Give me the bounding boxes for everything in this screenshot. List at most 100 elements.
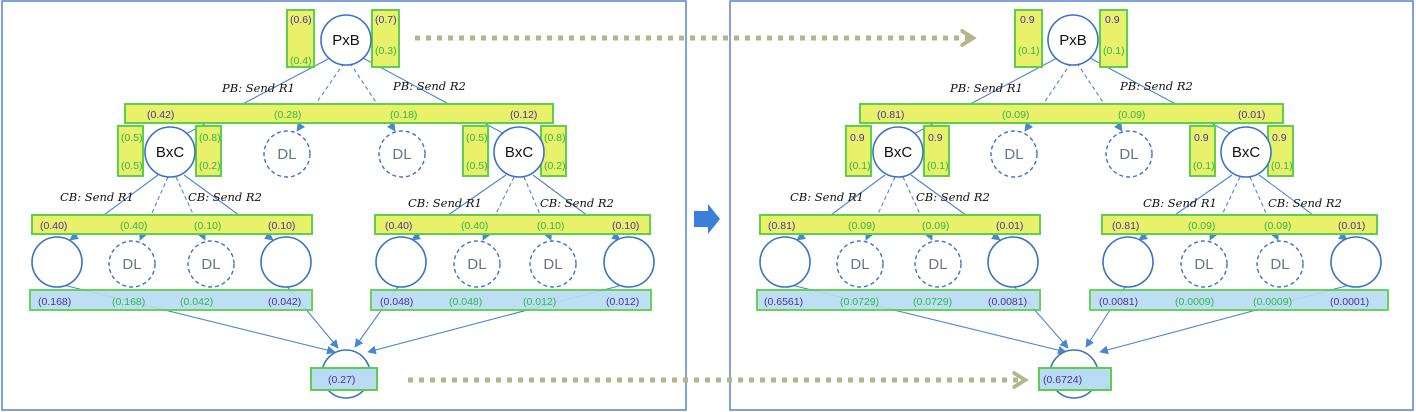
mid-right-prob-left-top: 0.9 xyxy=(1194,132,1209,144)
mid-left-prob-box-right xyxy=(195,125,222,177)
dl-node xyxy=(378,130,426,178)
mid-left-prob-box-right xyxy=(923,125,950,177)
level2-value: (0.10) xyxy=(612,220,639,232)
dl-node xyxy=(1180,240,1228,288)
level1-value: (0.28) xyxy=(274,109,301,121)
level2-bar-left xyxy=(31,214,313,235)
dl-node-label: DL xyxy=(122,256,141,273)
mid-right-prob-left-top: (0.5) xyxy=(466,132,488,144)
mid-right-prob-box-left xyxy=(462,125,489,177)
level2-bar-left xyxy=(759,214,1041,235)
root-prob-box-left xyxy=(286,9,315,68)
edge-label-cb-r1: CB: Send R1 xyxy=(1143,196,1217,210)
level2-value: (0.81) xyxy=(1112,220,1139,232)
level2-bar-right xyxy=(374,214,651,235)
leaf-value: (0.0001) xyxy=(1330,296,1369,308)
edge-label-pb-r1: PB: Send R1 xyxy=(949,81,1023,95)
leaf-node xyxy=(31,236,83,288)
leaf-value: (0.012) xyxy=(523,296,556,308)
dl-node xyxy=(453,240,501,288)
edge-label-cb-r2: CB: Send R2 xyxy=(916,190,990,204)
mid-right-prob-right-bottom: (0.1) xyxy=(1271,160,1293,172)
level2-value: (0.09) xyxy=(848,220,875,232)
leaf-node xyxy=(375,236,427,288)
dl-node-label: DL xyxy=(850,256,869,273)
level2-value: (0.01) xyxy=(1338,220,1365,232)
level1-value: (0.09) xyxy=(1002,109,1029,121)
level2-value: (0.10) xyxy=(537,220,564,232)
leaf-node xyxy=(987,236,1039,288)
mid-left-node xyxy=(144,126,196,178)
total-value: (0.6724) xyxy=(1043,374,1082,386)
root-prob-right-bottom: (0.1) xyxy=(1103,45,1125,57)
level2-value: (0.10) xyxy=(194,220,221,232)
level1-value: (0.81) xyxy=(877,109,904,121)
level1-value: (0.12) xyxy=(510,109,537,121)
edge-label-pb-r2: PB: Send R2 xyxy=(1119,79,1193,93)
edge-label-cb-r2: CB: Send R2 xyxy=(540,196,614,210)
level2-value: (0.09) xyxy=(922,220,949,232)
dl-node-label: DL xyxy=(1270,256,1289,273)
edge-label-cb-r2: CB: Send R2 xyxy=(188,190,262,204)
leaf-value: (0.0081) xyxy=(988,296,1027,308)
dl-node-label: DL xyxy=(1194,256,1213,273)
root-node-label: PxB xyxy=(332,32,360,49)
leaf-value: (0.048) xyxy=(449,296,482,308)
edge-label-cb-r2: CB: Send R2 xyxy=(1268,196,1342,210)
root-prob-right-bottom: (0.3) xyxy=(375,45,397,57)
level2-value: (0.40) xyxy=(40,220,67,232)
mid-right-node-label: BxC xyxy=(505,144,534,161)
mid-right-prob-box-right xyxy=(1267,125,1294,177)
mid-right-prob-right-top: 0.9 xyxy=(1272,132,1287,144)
dl-node xyxy=(1105,130,1153,178)
mid-left-prob-right-top: (0.8) xyxy=(199,132,221,144)
mid-right-node xyxy=(1220,126,1272,178)
mid-left-node-label: BxC xyxy=(884,144,913,161)
dl-node-label: DL xyxy=(467,256,486,273)
level1-bar xyxy=(124,103,554,124)
leaf-node xyxy=(1102,236,1154,288)
level1-bar xyxy=(859,103,1284,124)
level2-value: (0.01) xyxy=(996,220,1023,232)
dl-node-label: DL xyxy=(1119,146,1138,163)
leaf-node xyxy=(603,236,655,288)
dl-node xyxy=(1256,240,1304,288)
leaf-value: (0.0081) xyxy=(1099,296,1138,308)
leaf-bar-right xyxy=(370,289,652,311)
root-prob-box-left xyxy=(1014,9,1043,68)
dl-node-label: DL xyxy=(1004,146,1023,163)
root-node-label: PxB xyxy=(1059,32,1087,49)
level2-value: (0.10) xyxy=(268,220,295,232)
leaf-value: (0.0009) xyxy=(1175,296,1214,308)
total-box xyxy=(310,367,378,391)
leaf-value: (0.168) xyxy=(112,296,145,308)
root-prob-left-top: 0.9 xyxy=(1020,14,1035,26)
level2-value: (0.40) xyxy=(120,220,147,232)
level1-value: (0.42) xyxy=(147,109,174,121)
level1-value: (0.09) xyxy=(1118,109,1145,121)
root-prob-box-right xyxy=(1099,9,1128,68)
level1-value: (0.01) xyxy=(1238,109,1265,121)
leaf-node xyxy=(1330,236,1382,288)
edge-label-cb-r1: CB: Send R1 xyxy=(60,190,134,204)
level2-value: (0.40) xyxy=(461,220,488,232)
level2-value: (0.81) xyxy=(768,220,795,232)
root-prob-right-top: 0.9 xyxy=(1105,14,1120,26)
leaf-bar-right xyxy=(1089,289,1389,311)
leaf-node xyxy=(260,236,312,288)
leaf-node xyxy=(759,236,811,288)
before-tree: PB: Send R1 PB: Send R2 (0.42) (0.28) (0… xyxy=(29,9,655,399)
root-prob-right-top: (0.7) xyxy=(375,14,397,26)
root-prob-left-top: (0.6) xyxy=(290,14,312,26)
root-prob-box-right xyxy=(371,9,400,68)
mid-left-prob-left-bottom: (0.5) xyxy=(121,160,143,172)
mid-right-prob-right-top: (0.8) xyxy=(544,132,566,144)
progress-arrow-icon xyxy=(694,204,720,234)
leaf-value: (0.048) xyxy=(380,296,413,308)
mid-right-prob-left-bottom: (0.1) xyxy=(1193,160,1215,172)
mid-right-node xyxy=(493,126,545,178)
dl-node xyxy=(914,240,962,288)
total-value: (0.27) xyxy=(328,374,355,386)
mid-left-node xyxy=(872,126,924,178)
